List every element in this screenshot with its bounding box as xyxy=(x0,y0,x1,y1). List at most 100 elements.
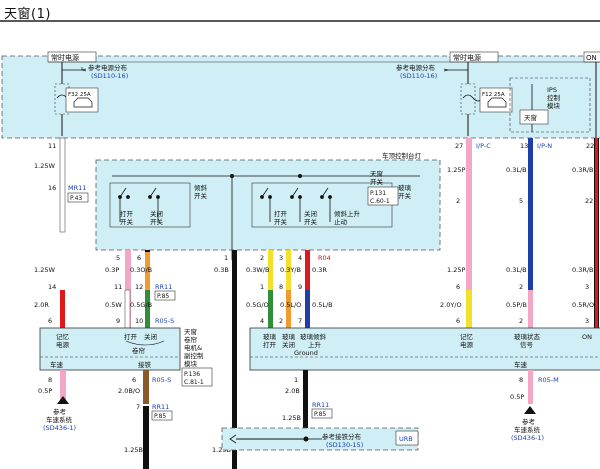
pin-13: 13 xyxy=(520,142,528,150)
tilt-close-l1: 关闭 xyxy=(150,209,163,218)
pin-6-right: 6 xyxy=(456,283,460,291)
pin-11-mid: 11 xyxy=(114,283,122,291)
gauge-1-25b-right: 1.25B xyxy=(282,414,301,422)
gnd-ref-l1: 参考接铁分布 xyxy=(322,432,362,441)
gauge-1-25b-mid: 1.25B xyxy=(212,446,231,454)
power-ref-left-l2: (SD110-16) xyxy=(91,72,128,80)
m2-go-l1: 玻璃 xyxy=(263,332,277,341)
pin-3-right-low: 3 xyxy=(585,283,589,291)
m2-gc-l1: 玻璃 xyxy=(282,332,296,341)
glass-stop-l2: 止动 xyxy=(334,217,348,226)
glass-open-l2: 开关 xyxy=(274,217,288,226)
gauge-1-25w: 1.25W xyxy=(34,162,55,170)
power-tag-left: 常时电源 xyxy=(51,53,79,62)
pin-27: 27 xyxy=(455,142,463,150)
gauge-0-5ro: 0.5R/O xyxy=(572,301,594,309)
module-open: 打开 xyxy=(124,332,138,341)
glass-stop-l1: 倾斜上升 xyxy=(334,209,361,218)
mr11-code: MR11 xyxy=(68,184,86,192)
ref2-l2: 车速系统 xyxy=(514,425,541,434)
gauge-0-5lb: 0.5L/B xyxy=(312,301,333,309)
pin-16: 16 xyxy=(48,184,56,192)
gauge-0-3rb: 0.3R/B xyxy=(572,166,594,174)
glass-switch-l1: 玻璃 xyxy=(398,183,412,192)
pin-8-bottom: 8 xyxy=(48,376,52,384)
module-gnd: 接铁 xyxy=(138,360,152,369)
r05s-bottom: R05-S xyxy=(152,376,171,384)
pin-11-top: 11 xyxy=(48,142,56,150)
module-mem-l1: 记忆 xyxy=(56,332,70,341)
code-ip-n: I/P-N xyxy=(537,142,552,150)
pin-8-row-a: 8 xyxy=(279,283,283,291)
glass-open-l1: 打开 xyxy=(274,209,288,218)
ips-l1: IPS xyxy=(547,86,557,94)
gauge-2-0b: 2.0B xyxy=(285,387,300,395)
gauge-0-3yb: 0.3Y/B xyxy=(280,266,301,274)
module-desc-l4: 副控制 xyxy=(184,351,204,360)
sunroof-switch-l2: 开关 xyxy=(370,177,384,186)
module-c81-1: C.81-1 xyxy=(184,379,204,386)
gauge-2-0r: 2.0R xyxy=(34,301,49,309)
pin-7-bottom: 7 xyxy=(136,403,140,411)
glass-close-l1: 关闭 xyxy=(304,209,317,218)
pin-12-mid: 12 xyxy=(135,283,143,291)
gnd-ref-l2: (SD130-15) xyxy=(326,441,363,449)
pin-6-mid: 6 xyxy=(137,254,141,262)
rr11-bottom-2: RR11 xyxy=(312,401,329,409)
module-spring: 卷帘 xyxy=(132,346,146,355)
lamp-title: 车顶控制台灯 xyxy=(382,151,422,160)
power-tag-mid: 常时电源 xyxy=(453,53,481,62)
ref1-l1: 参考 xyxy=(53,407,67,416)
module-mem-l2: 电源 xyxy=(56,340,70,349)
pin-3-mid: 3 xyxy=(279,254,283,262)
m2-speed: 车速 xyxy=(514,360,528,369)
module-p136: P.136 xyxy=(184,371,200,378)
power-tag-right: ON xyxy=(586,54,597,62)
gauge-0-3rb-low: 0.3R/B xyxy=(572,266,594,274)
pin-2-row-b: 2 xyxy=(279,317,283,325)
tilt-switch-l2: 开关 xyxy=(194,191,208,200)
tilt-open-l2: 开关 xyxy=(120,217,134,226)
arrow-up-icon xyxy=(57,396,69,404)
r05s-code: R05-S xyxy=(155,317,174,325)
rr11-bottom: RR11 xyxy=(152,403,169,411)
pin-2-right-b: 2 xyxy=(519,317,523,325)
gauge-0-3lb-low: 0.3L/B xyxy=(506,266,527,274)
pin-4-row-b: 4 xyxy=(260,317,264,325)
pin-2-right-low: 2 xyxy=(519,283,523,291)
power-ref-mid-l2: (SD110-16) xyxy=(400,72,437,80)
gauge-1-25w-low: 1.25W xyxy=(34,266,55,274)
gauge-0-5p-right: 0.5P xyxy=(510,393,524,401)
pin-1-bottom: 1 xyxy=(294,376,298,384)
pin-6-bottom: 6 xyxy=(132,376,136,384)
gauge-0-3r: 0.3R xyxy=(312,266,327,274)
pin-4-mid: 4 xyxy=(298,254,302,262)
m2-gt-l1: 玻璃倾斜 xyxy=(300,332,327,341)
gauge-0-3ob: 0.3O/B xyxy=(130,266,152,274)
sunroof-p131: P.131 xyxy=(370,190,386,197)
pin-1-row-a: 1 xyxy=(260,283,264,291)
r04-code: R04 xyxy=(318,254,331,262)
m2-go-l2: 打开 xyxy=(263,340,277,349)
pin-7-row-b: 7 xyxy=(298,317,302,325)
module-close: 关闭 xyxy=(144,332,157,341)
page-title: 天窗(1) xyxy=(4,7,51,22)
glass-close-l2: 开关 xyxy=(304,217,318,226)
m2-mem-l1: 记忆 xyxy=(460,332,474,341)
urb-label: URB xyxy=(399,435,413,443)
power-ref-left-l1: 参考电源分布 xyxy=(88,63,128,72)
gauge-1-25p-low: 1.25P xyxy=(447,266,465,274)
glass-switch-l2: 开关 xyxy=(398,191,412,200)
module-desc-l5: 模块 xyxy=(184,359,198,368)
m2-mem-l2: 电源 xyxy=(460,340,474,349)
gauge-2-0bo: 2.0B/O xyxy=(118,387,140,395)
arrow-up-icon xyxy=(524,406,536,414)
code-ip-c: I/P-C xyxy=(476,142,491,150)
pin-5-right: 5 xyxy=(519,197,523,205)
module-desc-l3: 电机& xyxy=(184,343,202,352)
rr11-code: RR11 xyxy=(155,283,172,291)
p43-ref: P.43 xyxy=(70,195,82,202)
pin-10-left-low: 10 xyxy=(135,317,143,325)
module-desc-l1: 天窗 xyxy=(184,327,197,336)
